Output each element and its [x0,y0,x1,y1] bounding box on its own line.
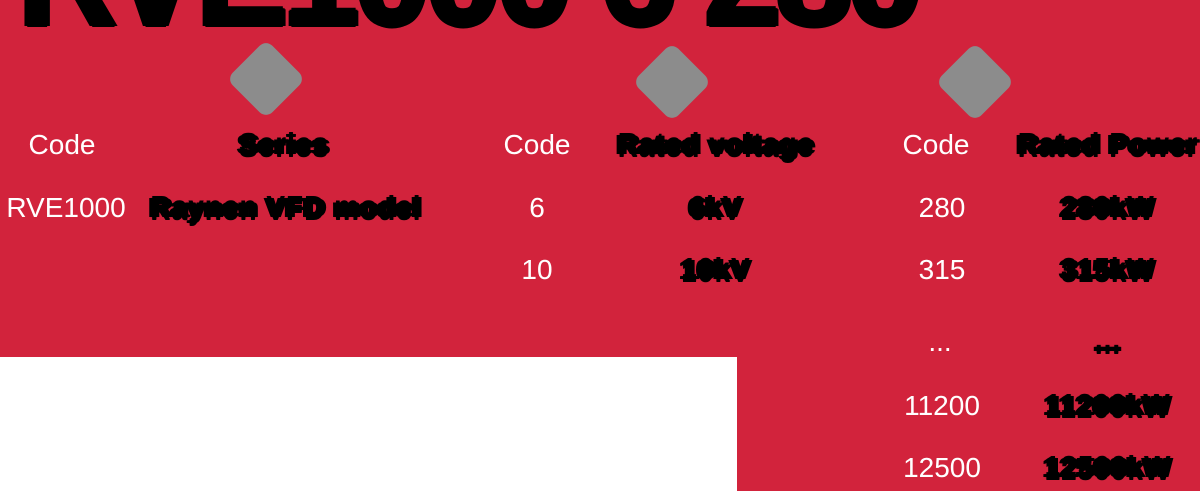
power-label-header: Rated Power [1017,129,1199,160]
power-label-ellipsis: ... [1094,326,1122,357]
power-label-value: 12500kW [1044,452,1172,483]
power-label-value: 315kW [1061,254,1155,285]
voltage-code-value: 10 [521,254,553,285]
voltage-code-header: Code [503,129,571,160]
power-code-header: Code [902,129,970,160]
power-code-value: 315 [918,254,966,285]
model-string-text: RVE1000 6 280 [18,0,924,48]
series-label-header: Series [238,129,330,160]
model-string-banner: RVE1000 6 280 [0,0,1200,120]
power-code-value: 11200 [904,390,980,421]
power-label-value: 11200kW [1045,390,1171,421]
power-code-value: 12500 [903,452,981,483]
series-label-value: Raynen VFD model [150,192,422,223]
power-code-value: 280 [918,192,966,223]
voltage-label-value: 6kV [689,192,743,223]
power-label-value: 280kW [1061,192,1155,223]
voltage-label-header: Rated voltage [617,129,815,160]
series-code-value: RVE1000 [6,192,126,223]
power-code-ellipsis: ... [928,326,952,357]
series-code-header: Code [28,129,96,160]
voltage-code-value: 6 [529,192,545,223]
voltage-label-value: 10kV [681,254,751,285]
